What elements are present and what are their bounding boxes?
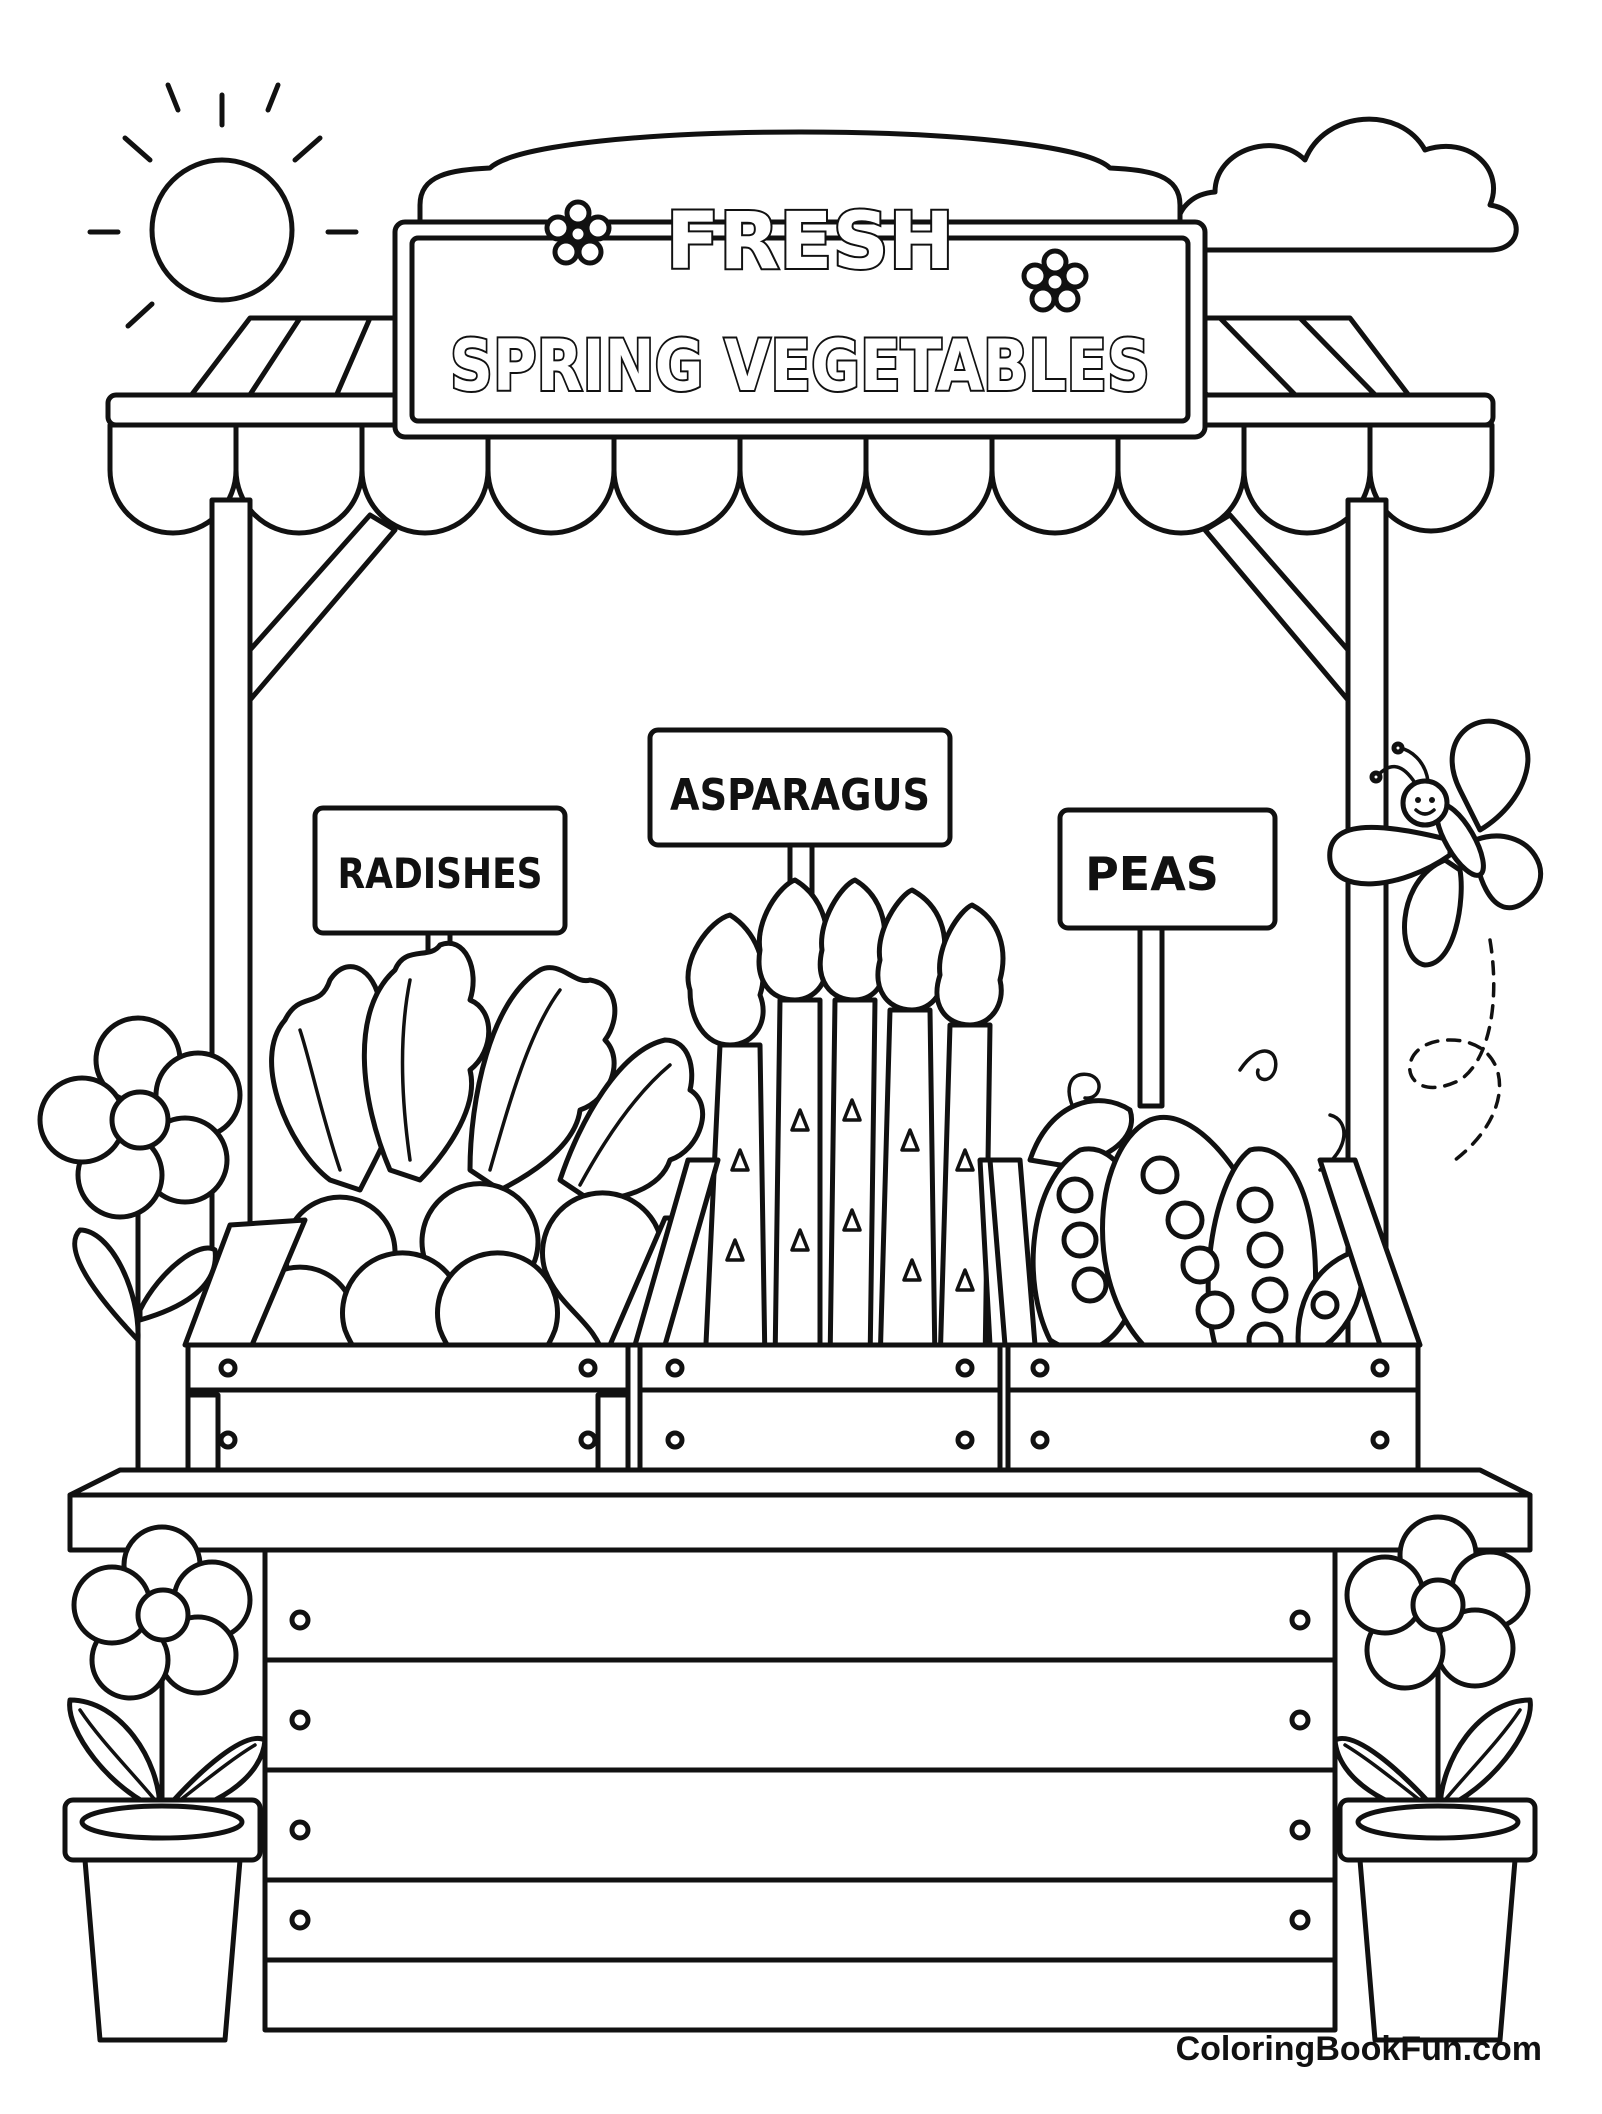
pea-pods bbox=[1027, 1049, 1365, 1388]
flower-icon bbox=[1021, 248, 1089, 313]
shop-sign: FRESH SPRING VEGETABLES bbox=[392, 129, 1208, 440]
crate-asparagus bbox=[632, 1157, 1018, 1473]
watermark: ColoringBookFun.com bbox=[1175, 2030, 1542, 2068]
potted-flower-right bbox=[1332, 1514, 1538, 2043]
sun-icon bbox=[87, 82, 359, 329]
crate-peas bbox=[987, 1157, 1423, 1473]
label-radishes: RADISHES bbox=[338, 849, 543, 898]
label-sign-peas: PEAS bbox=[1057, 807, 1278, 1109]
radish-leaves bbox=[269, 940, 706, 1203]
asparagus bbox=[685, 877, 1006, 1368]
sign-line-2: SPRING VEGETABLES bbox=[450, 325, 1150, 407]
sign-line-1: FRESH bbox=[666, 197, 954, 287]
butterfly-trail bbox=[1407, 938, 1502, 1162]
cloud-icon bbox=[1174, 116, 1519, 253]
label-asparagus: ASPARAGUS bbox=[670, 770, 930, 821]
flower-icon bbox=[37, 1015, 243, 1483]
label-sign-asparagus: ASPARAGUS bbox=[647, 727, 953, 945]
flower-icon bbox=[544, 199, 612, 266]
butterfly-icon bbox=[1327, 718, 1543, 968]
potted-flower-left bbox=[62, 1524, 268, 2043]
label-peas: PEAS bbox=[1085, 847, 1219, 901]
counter bbox=[67, 1467, 1533, 2033]
